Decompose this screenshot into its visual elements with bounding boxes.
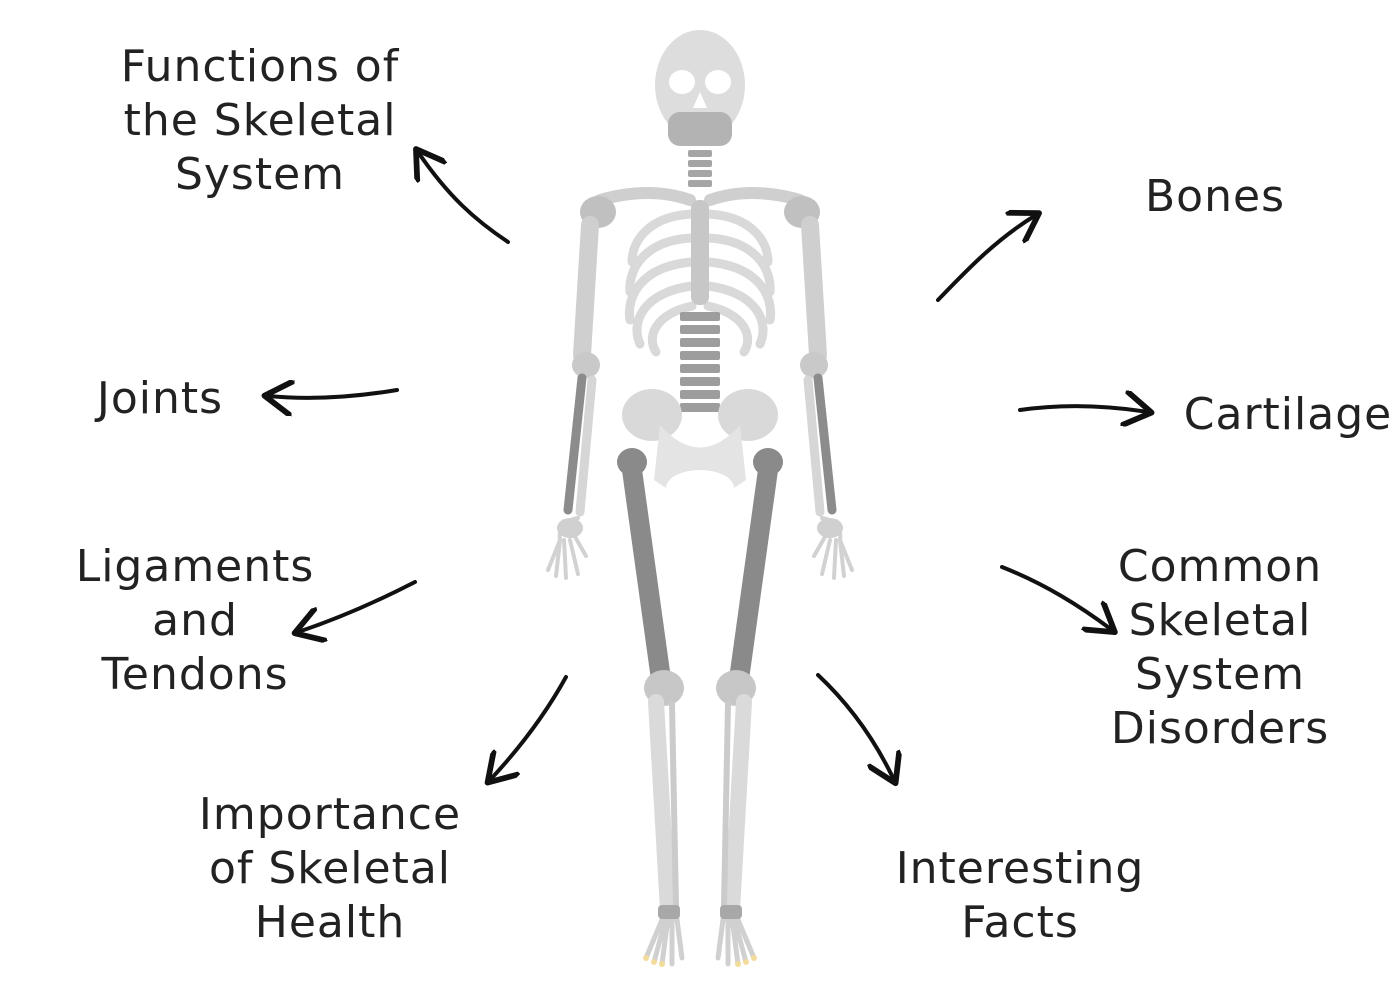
lumbar-spine bbox=[680, 312, 720, 412]
label-common-skeletal-disorders: Common Skeletal System Disorders bbox=[1110, 541, 1330, 754]
arrow-cartilage bbox=[1018, 406, 1148, 412]
label-importance-of-skeletal-health: Importance of Skeletal Health bbox=[198, 789, 462, 948]
right-leg bbox=[715, 448, 783, 967]
label-functions-of-skeletal-system: Functions of the Skeletal System bbox=[120, 41, 400, 200]
sternum bbox=[691, 200, 709, 305]
pelvis bbox=[622, 389, 778, 506]
skull bbox=[655, 30, 745, 146]
clavicles bbox=[594, 187, 806, 206]
label-joints: Joints bbox=[96, 373, 224, 424]
arrow-facts bbox=[816, 673, 894, 780]
cervical-spine bbox=[688, 150, 712, 187]
arrow-functions bbox=[418, 152, 510, 244]
label-cartilage: Cartilage bbox=[1183, 389, 1393, 440]
label-ligaments-and-tendons: Ligaments and Tendons bbox=[75, 541, 315, 700]
ribcage bbox=[624, 209, 776, 357]
skeleton-illustration bbox=[546, 30, 854, 967]
arrow-ligaments bbox=[298, 580, 417, 632]
right-arm bbox=[800, 216, 854, 580]
arrow-importance bbox=[490, 675, 568, 780]
arrow-joints bbox=[268, 390, 399, 398]
arrow-bones bbox=[936, 215, 1036, 302]
label-bones: Bones bbox=[1145, 171, 1285, 222]
arrow-disorders bbox=[1000, 565, 1112, 630]
label-interesting-facts: Interesting Facts bbox=[895, 843, 1145, 948]
left-leg bbox=[617, 448, 685, 967]
left-arm bbox=[546, 216, 600, 580]
